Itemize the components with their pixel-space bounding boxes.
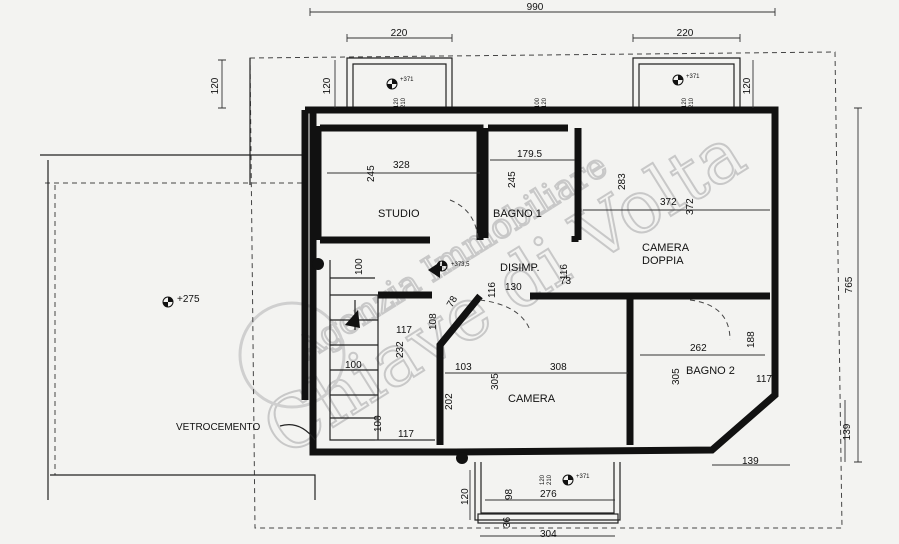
dim-overall-width: 990 [527,2,544,13]
window-label-5: 120 [682,97,688,108]
bottom-balcony-width: 276 [540,489,557,500]
room-bagno2-height: 305 [671,368,682,385]
balcony-top-left [346,57,453,108]
dim-disimp-1: 116 [487,282,498,298]
room-bagno2: BAGNO 2 262 305 117 188 139 [671,331,772,467]
dim-disimp-3: 73 [560,276,572,287]
terrace-outline [40,51,843,529]
level-balcony-left-text: +371 [400,77,414,83]
stair-dim-1: 100 [354,258,365,275]
room-bagno2-side2: 188 [746,331,757,348]
stair-dim-6: 100 [373,415,384,432]
room-camera-doppia-label-2: DOPPIA [642,255,684,267]
window-label-4: 120 [542,97,548,108]
dim-disimp-4: 116 [559,264,570,280]
level-balcony-bottom-text: +371 [576,474,590,480]
room-camera-label: CAMERA [508,393,556,405]
dim-overall-depth: 765 [844,276,855,293]
room-camera-doppia-height-2: 372 [685,198,696,215]
interior-walls [320,124,770,445]
room-bagno1: BAGNO 1 179.5 245 [493,149,542,220]
pillar-marker-icon [312,258,324,270]
room-bagno2-width: 262 [690,343,707,354]
room-camera-height: 305 [490,373,501,390]
balcony-top-right [632,57,741,108]
dim-outer-left-depth: 120 [210,77,221,94]
dim-balcony-right-depth: 120 [742,77,753,94]
level-marker-balcony-bottom: +371 [562,474,590,486]
dimension-lines [218,8,862,537]
level-balcony-right-text: +371 [686,74,700,80]
level-marker-balcony-left: +371 [386,77,414,90]
stair-dim-3: 232 [395,341,406,358]
level-marker-balcony-right: +371 [672,74,700,86]
room-camera-doppia: CAMERA DOPPIA 372 283 372 [617,173,696,267]
room-camera-width: 308 [550,362,567,373]
room-bagno2-bottom: 139 [742,456,759,467]
room-studio-width: 328 [393,160,410,171]
room-bagno1-label: BAGNO 1 [493,208,542,220]
room-camera-doppia-height-1: 283 [617,173,628,190]
dim-balcony-left-depth: 120 [322,77,333,94]
room-camera: CAMERA 308 103 305 202 [444,362,567,410]
vetrocemento-callout: VETROCEMENTO [176,422,316,441]
room-camera-side: 103 [455,362,472,373]
room-bagno1-width: 179.5 [517,149,542,160]
room-camera-doppia-label-1: CAMERA [642,242,690,254]
window-labels: 120 210 100 120 120 210 120 210 [394,97,695,485]
window-label-1: 120 [394,97,400,108]
window-label-7: 120 [540,474,546,485]
exterior-walls [301,106,779,456]
window-label-8: 210 [547,474,553,485]
watermark-logo [238,301,346,409]
dim-disimp-2: 130 [505,282,522,293]
dim-balcony-right-width: 220 [677,28,694,39]
bottom-outer-width: 304 [540,529,557,540]
room-studio-label: STUDIO [378,208,420,220]
stair-dim-7: 117 [398,429,414,440]
stair-dim-2: 117 [396,325,412,336]
window-label-3: 100 [535,97,541,108]
pillar-marker-bottom-icon [456,452,468,464]
room-disimpegno: DISIMP. 116 130 73 116 [487,262,572,298]
stair-dim-5: 100 [345,360,362,371]
bottom-depth-120: 120 [460,488,471,505]
bottom-balcony-depth: 98 [504,488,515,500]
room-camera-doppia-width: 372 [660,197,677,208]
stair-arrow-icon [345,310,360,328]
stair-dim-4: 108 [428,313,439,330]
level-landing-text: +373,5 [451,262,470,268]
door-swings [449,199,731,341]
bottom-outer-depth: 36 [502,516,513,528]
level-marker-terrace: +275 [162,294,200,308]
stair-dim-8: 78 [445,294,460,310]
room-bagno2-label: BAGNO 2 [686,365,735,377]
room-studio-height: 245 [366,165,377,182]
level-terrace-text: +275 [177,294,200,305]
room-bagno2-side1: 117 [756,374,772,385]
balcony-bottom [474,462,621,524]
window-label-2: 210 [401,97,407,108]
room-camera-left: 202 [444,393,455,410]
room-bagno1-height: 245 [507,171,518,188]
dim-right-lower: 139 [842,423,853,440]
bottom-balcony-dimensions: 276 98 304 36 120 [460,488,557,540]
level-marker-landing: +373,5 [436,260,470,272]
room-disimpegno-label: DISIMP. [500,262,540,274]
dim-balcony-left-width: 220 [391,28,408,39]
stair-dimensions: 100 117 232 108 100 100 117 78 [345,258,460,440]
window-label-6: 210 [689,97,695,108]
room-studio: STUDIO 328 245 [366,160,420,220]
vetrocemento-label: VETROCEMENTO [176,422,260,433]
